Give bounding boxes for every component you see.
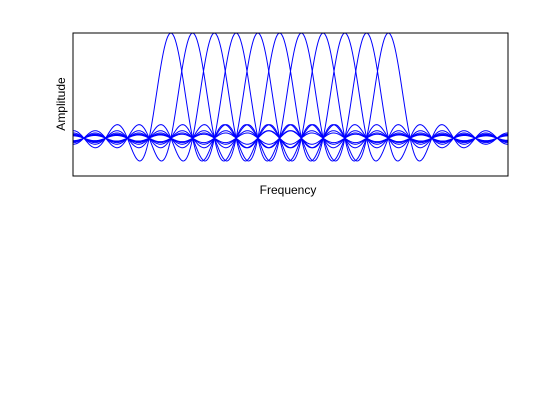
plot-area [73,33,508,176]
series-line-10 [73,33,508,162]
y-axis-label: Amplitude [54,77,68,131]
series-line-11 [73,33,508,162]
series-group [73,33,508,162]
x-axis-label: Frequency [260,183,317,197]
plot-frame [72,32,509,177]
